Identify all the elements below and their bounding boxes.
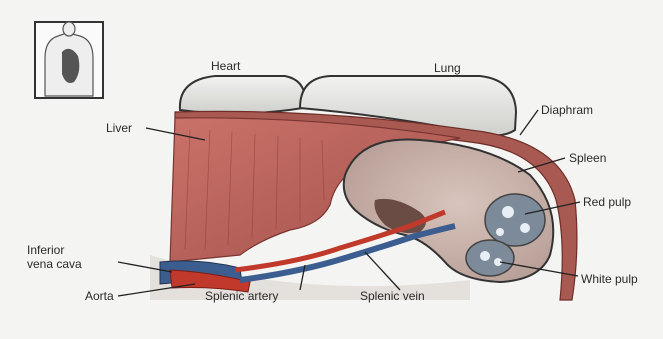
label-liver: Liver — [106, 121, 132, 135]
label-diaphragm: Diaphram — [541, 103, 593, 117]
label-inferior-vena-cava-line2: vena cava — [27, 257, 82, 271]
heart-shape — [180, 76, 305, 114]
label-splenic-artery: Splenic artery — [205, 289, 278, 303]
label-lung: Lung — [434, 61, 461, 75]
label-splenic-vein: Splenic vein — [360, 289, 425, 303]
label-white-pulp: White pulp — [581, 272, 638, 286]
label-red-pulp: Red pulp — [583, 195, 631, 209]
label-inferior-vena-cava-line1: Inferior — [27, 243, 64, 257]
label-spleen: Spleen — [569, 151, 606, 165]
label-aorta: Aorta — [85, 289, 114, 303]
torso-inset-thumbnail — [35, 22, 103, 98]
label-heart: Heart — [211, 59, 241, 73]
